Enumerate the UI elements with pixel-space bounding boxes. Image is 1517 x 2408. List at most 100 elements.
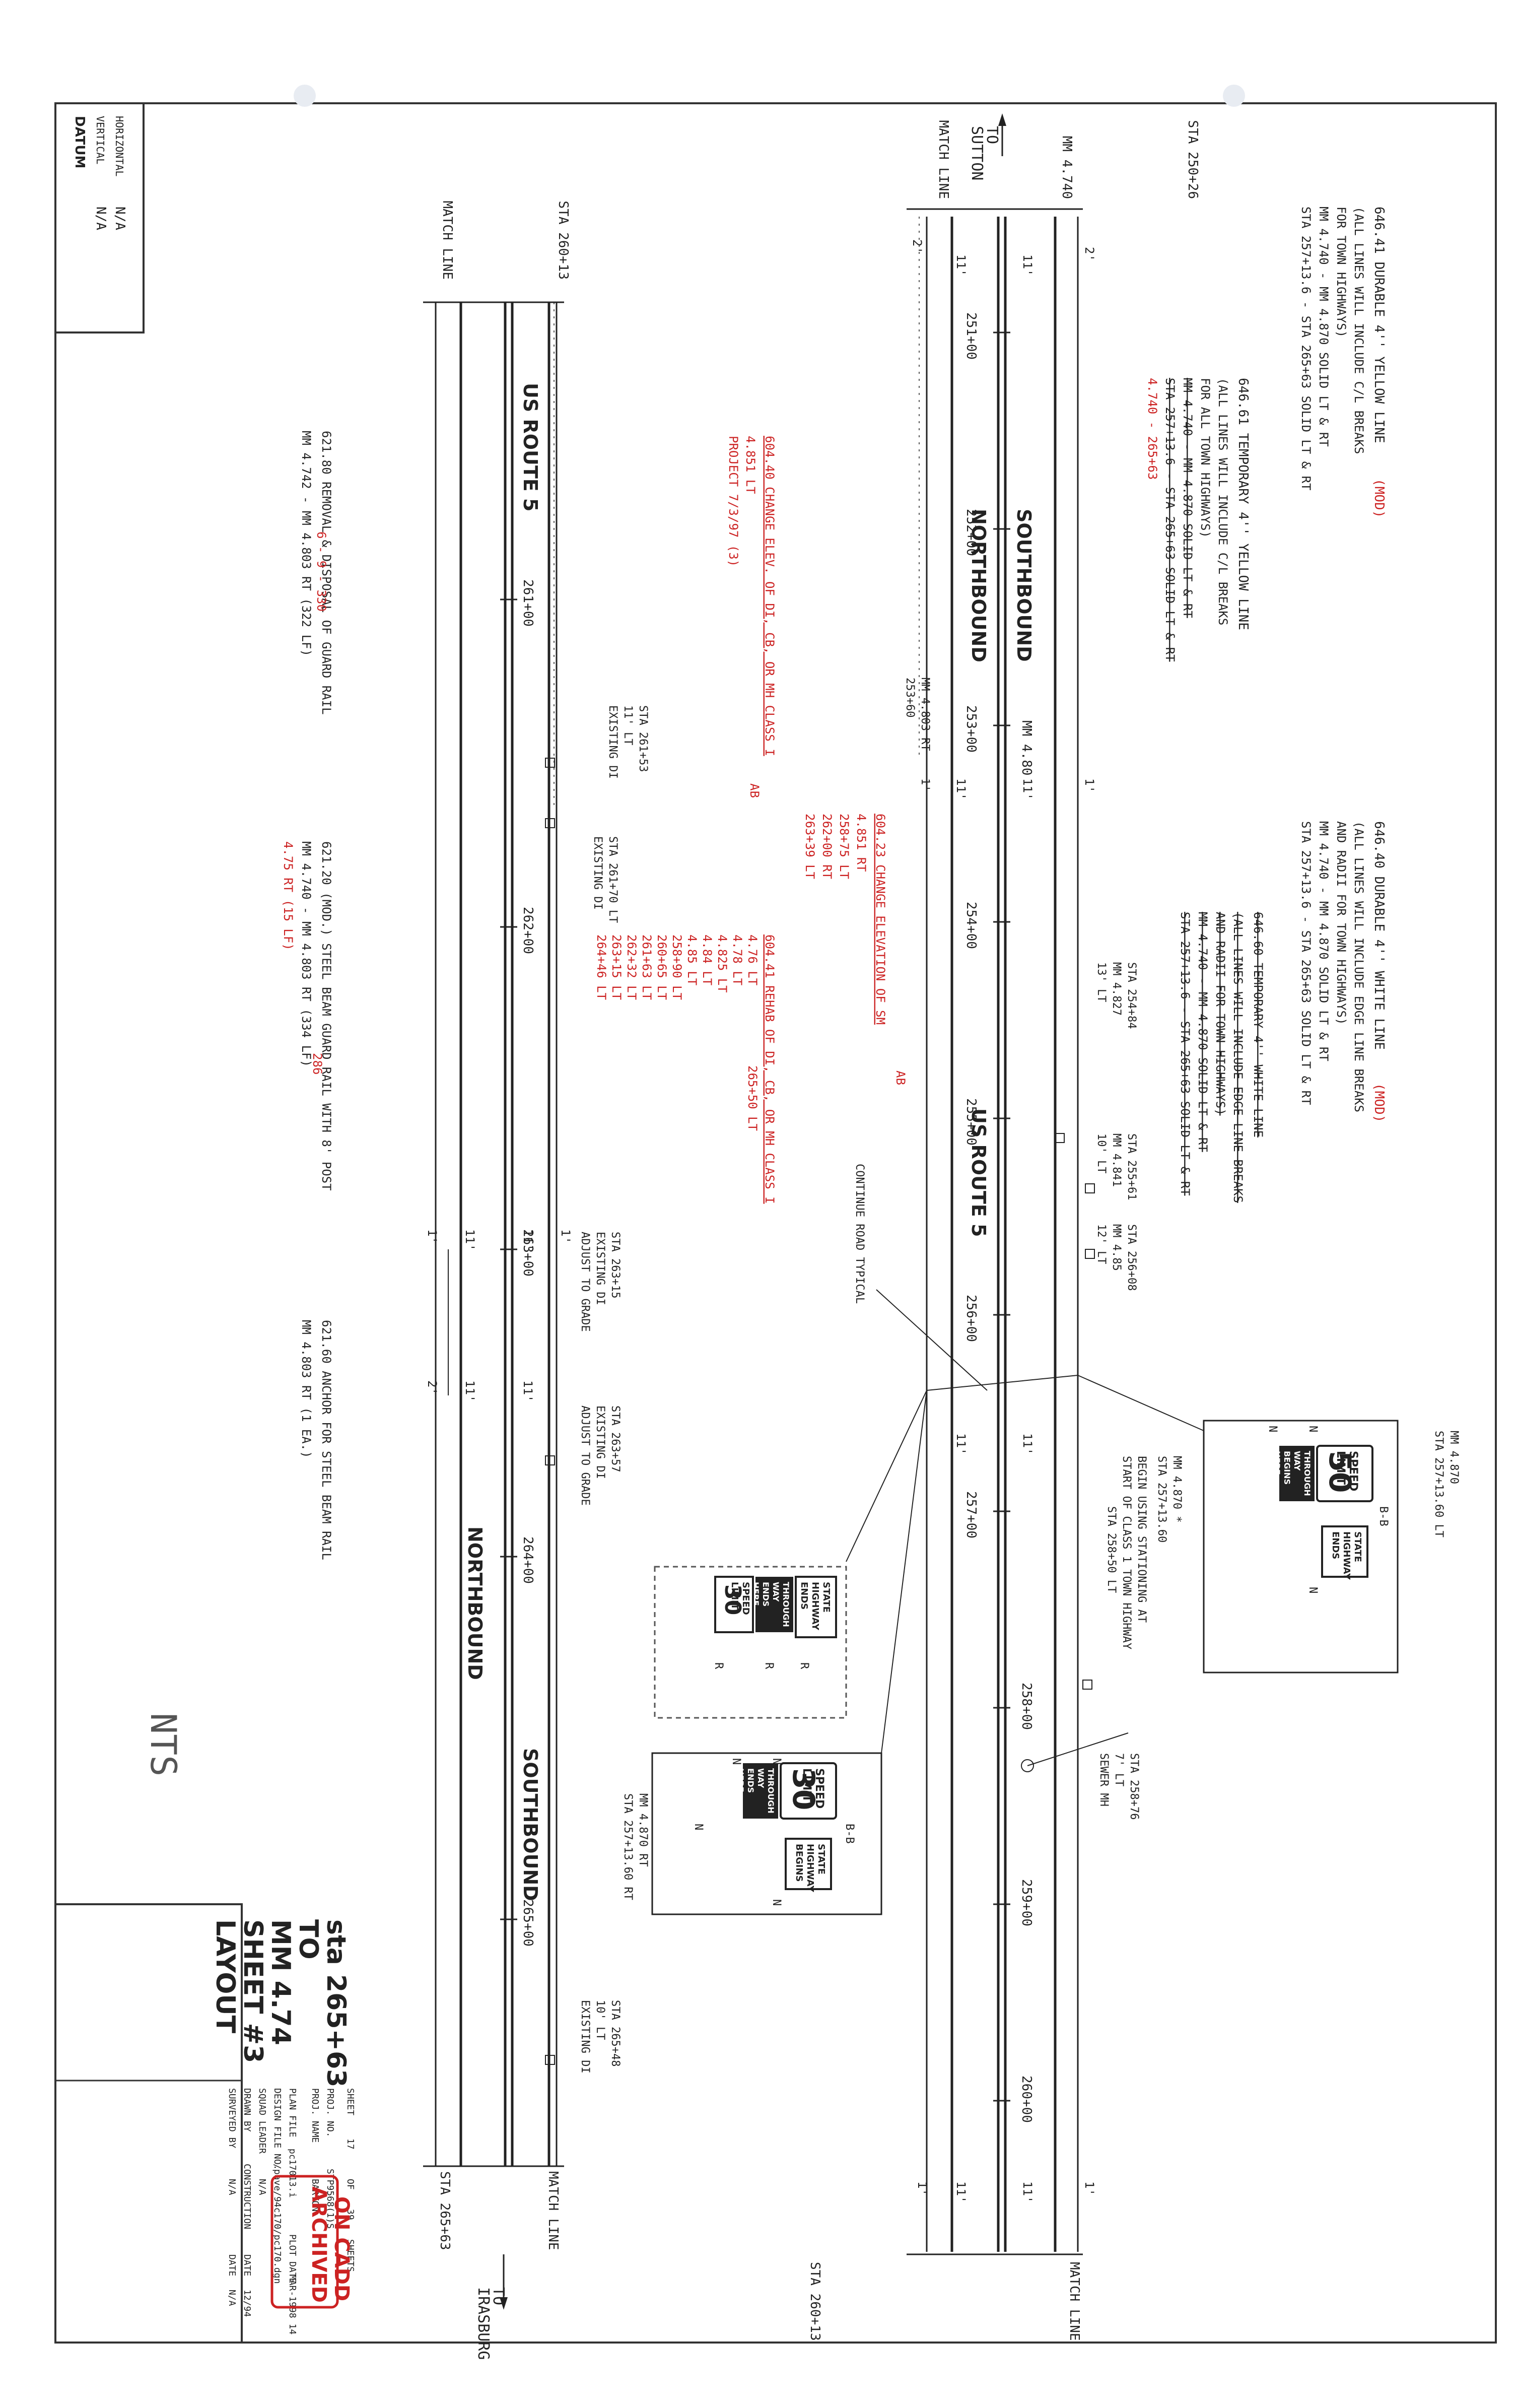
station-label: 255+00 [963, 1098, 979, 1146]
sign-through: THROUGH [1302, 1451, 1312, 1496]
note-604-41-v6: 260+65 LT [655, 934, 669, 1000]
sign-value-50: 50 [1322, 1451, 1357, 1493]
shoulder-label: 2' [1082, 247, 1096, 261]
sign50-note-1: MM 4.870 [1447, 1431, 1460, 1484]
upper-station-ticks [993, 331, 1010, 2102]
sign-limit: LIMIT [1334, 1451, 1347, 1485]
sign-r: R [763, 1662, 775, 1669]
lane-width-label: 11' [954, 1433, 968, 1455]
note-621-80-title: 621.80 REMOVAL & DISPOSAL OF GUARD RAIL [319, 431, 333, 715]
info-of: OF [345, 2179, 356, 2190]
match-line-sta: STA 260+13 [556, 200, 571, 280]
sheet-border [54, 102, 1497, 2344]
title-mm: MM 4.74 [265, 1919, 296, 2045]
north-arrow: N [1266, 1426, 1279, 1432]
match-line-sta: STA 250+26 [1185, 120, 1200, 199]
shoulder-small-label: 1' [425, 1229, 439, 1244]
info-date-label: DATE [227, 2254, 237, 2276]
sign-ends: ENDS [746, 1768, 755, 1793]
callout-sta26357-2: EXISTING DI [594, 1406, 606, 1479]
callout-sta26170-2: EXISTING DI [591, 836, 604, 910]
note-646-41-l4: STA 257+13.6 - STA 265+63 SOLID LT & RT [1299, 207, 1313, 491]
note-604-40-l1: 4.851 LT [743, 436, 757, 494]
info-design-val: /pave/94c170/pc170.dgn [272, 2164, 283, 2284]
note-646-40-l3: MM 4.740 - MM 4.870 SOLID LT & RT [1317, 821, 1331, 1061]
info-projname-label: PROJ. NAME [310, 2088, 320, 2143]
lane-width-label: 11' [1020, 778, 1035, 800]
callout-sta25876-3: SEWER MH [1097, 1753, 1110, 1807]
note-646-61-red: 4.740 - 265+63 [1145, 378, 1159, 480]
station-label: 265+00 [520, 1899, 535, 1947]
note-604-41-v4: 4.85 LT [685, 934, 699, 985]
lower-stations: 261+00 262+00 263+00 264+00 265+00 [520, 579, 535, 1947]
sign-detail-50: SPEED LIMIT 50 THROUGH WAY BEGINS HERE S… [1203, 1420, 1399, 1674]
title-layout: LAYOUT [210, 1919, 240, 2034]
callout-mm4803: MM 4.803 RT [919, 678, 931, 751]
note-604-41-v5: 258+90 LT [670, 934, 684, 1000]
callout-sta26315-3: ADJUST TO GRADE [579, 1232, 591, 1332]
sign-way: WAY [771, 1582, 781, 1602]
shoulder-label: 2' [425, 1380, 439, 1395]
lane-width-label: 11' [954, 778, 968, 800]
upper-road-strip [907, 208, 1083, 2255]
title-sta: sta 265+63 [321, 1919, 351, 2087]
section-label: B-B [843, 1824, 856, 1844]
callout-begin-3: BEGIN USING STATIONING AT [1135, 1456, 1148, 1623]
upper-lane-dims: 11' 11' 2' 2' 11' 11' 1' 11' 11' 11' 11'… [910, 239, 1096, 2203]
callout-sta26548-2: 10' LT [594, 2000, 606, 2040]
lane-width-label: 11' [1020, 254, 1035, 276]
info-projno-val: STP9568(1)S [325, 2169, 335, 2229]
callout-sta25484-1: STA 254+84 [1125, 962, 1138, 1029]
sign-highway: HIGHWAY [805, 1844, 815, 1893]
callout-sta25876-1: STA 258+76 [1128, 1753, 1140, 1820]
match-line-label: MATCH LINE [936, 120, 951, 199]
note-646-41-mod: (MOD) [1371, 479, 1387, 518]
callout-sta26153-1: STA 261+53 [637, 705, 649, 772]
lane-width-label: 11' [521, 1229, 535, 1251]
sign-limit: LIMIT [729, 1582, 740, 1610]
sign-state: STATE [821, 1582, 832, 1613]
sign-detail-30: SPEED LIMIT 30 THROUGH WAY ENDS HERE STA… [651, 1752, 882, 1915]
note-621-60-title: 621.60 ANCHOR FOR STEEL BEAM RAIL [319, 1320, 333, 1560]
info-surveyed-label: SURVEYED BY [227, 2088, 237, 2148]
drainage-notes: 604.40 CHANGE ELEV. OF DI, CB, OR MH CLA… [594, 436, 908, 1204]
info-total: 39 [345, 2209, 356, 2220]
note-646-40-l1: (ALL LINES WILL INCLUDE EDGE LINE BREAKS [1352, 821, 1366, 1112]
leader-lines [846, 1289, 1204, 1766]
sign-way: WAY [756, 1768, 766, 1788]
note-604-41-v7: 261+63 LT [640, 934, 654, 1000]
note-621-20-title: 621.20 (MOD.) STEEL BEAM GUARD RAIL WITH… [319, 841, 333, 1191]
southbound-label: SOUTHBOUND [1013, 509, 1035, 662]
route-label: US ROUTE 5 [968, 1108, 990, 1237]
callout-sta25608-3: 12' LT [1095, 1224, 1108, 1264]
match-line-sta: STA 260+13 [807, 2262, 822, 2341]
callout-begin-1: MM 4.870 * [1170, 1456, 1183, 1522]
southbound-label: SOUTHBOUND [519, 1748, 541, 1901]
nts-label: NTS [143, 1713, 184, 1776]
note-646-40-l4: STA 257+13.6 - STA 265+63 SOLID LT & RT [1299, 821, 1313, 1105]
direction-place: SUTTON [968, 126, 986, 180]
match-line-label: MATCH LINE [545, 2171, 561, 2250]
callout-sta26548-1: STA 265+48 [609, 2000, 622, 2066]
sign30-note-2: STA 257+13.60 RT [622, 1793, 634, 1900]
callout-sta26170-1: STA 261+70 LT [606, 836, 619, 923]
note-604-41-title: 604.41 REHAB OF DI, CB, OR MH CLASS I [763, 934, 777, 1204]
north-arrow: N [770, 1758, 783, 1765]
note-646-41-l3: MM 4.740 - MM 4.870 SOLID LT & RT [1317, 207, 1331, 447]
callout-sta25484-3: 13' LT [1095, 962, 1108, 1002]
lane-width-label: 11' [954, 254, 968, 276]
callout-sta26153-2: 11' LT [622, 705, 634, 745]
note-646-40-title: 646.40 DURABLE 4'' WHITE LINE [1371, 821, 1387, 1050]
note-604-41-v3: 4.84 LT [700, 934, 714, 985]
pavement-marking-notes: 646.41 DURABLE 4'' YELLOW LINE (MOD) (AL… [1145, 207, 1387, 1203]
note-646-41-l1: (ALL LINES WILL INCLUDE C/L BREAKS [1352, 207, 1366, 454]
note-604-41-extra: 265+50 LT [745, 1065, 760, 1131]
archived-stamp: ARCHIVED ON CADD [270, 2175, 353, 2309]
note-646-61-title: 646.61 TEMPORARY 4'' YELLOW LINE [1235, 378, 1251, 630]
station-label: 251+00 [963, 312, 979, 360]
info-date-val: N/A [227, 2290, 237, 2306]
sign50-note-2: STA 257+13.60 LT [1432, 1431, 1445, 1537]
upper-stations: 251+00 252+00 253+00 254+00 255+00 256+0… [963, 312, 1034, 2123]
route-label: US ROUTE 5 [519, 383, 541, 511]
